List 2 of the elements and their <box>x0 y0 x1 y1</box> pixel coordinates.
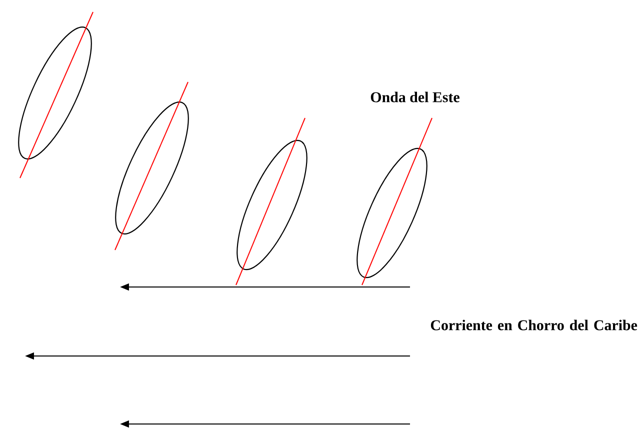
label-text: Onda del Este <box>370 92 460 102</box>
label-text: Corriente en Chorro del Caribe <box>430 320 638 330</box>
